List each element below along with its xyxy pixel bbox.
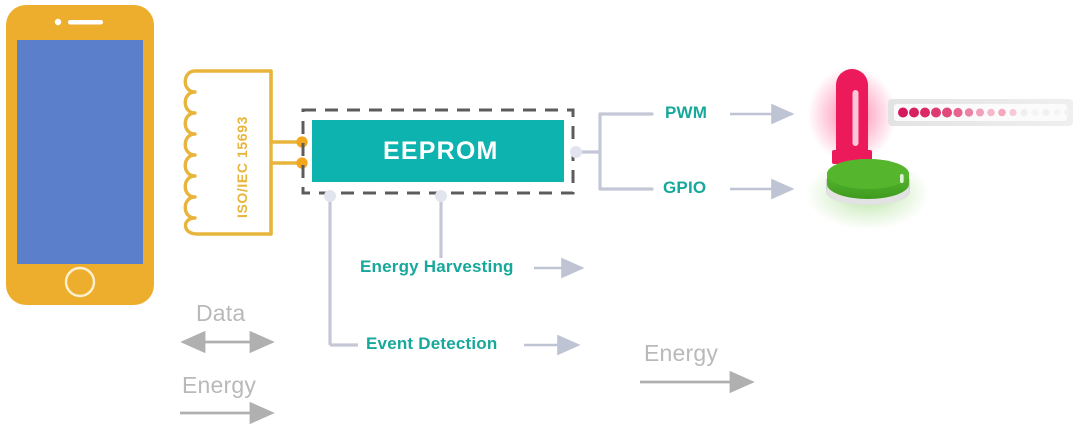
phone-speaker-slot: [68, 20, 103, 25]
led-lamp: [808, 67, 896, 177]
feature-label-energy-harvesting: Energy Harvesting: [360, 257, 514, 276]
nfc-antenna: [183, 69, 304, 236]
chip-pin-bottom-2: [435, 190, 447, 202]
feature-label-event-detection: Event Detection: [366, 334, 498, 353]
flow-label-energy-left: Energy: [182, 372, 257, 398]
chip-pins: [328, 150, 600, 347]
antenna-contact-dot-2: [296, 157, 308, 169]
flow-label-data: Data: [196, 300, 246, 326]
antenna-contact-dot-1: [296, 136, 308, 148]
flow-arrows-left: [180, 330, 275, 425]
chip-pin-bottom-1: [324, 190, 336, 202]
output-label-gpio: GPIO: [663, 178, 707, 197]
phone-home-button: [64, 266, 96, 298]
eeprom-block: [312, 120, 564, 182]
output-branch-wires: [598, 112, 654, 191]
eeprom-label: EEPROM: [383, 137, 499, 165]
push-button: [806, 158, 930, 230]
output-arrows: [524, 103, 795, 356]
flow-label-energy-right: Energy: [644, 340, 719, 366]
chip-pin-right: [570, 146, 582, 158]
antenna-standard-label: ISO/IEC 15693: [234, 116, 250, 218]
output-label-pwm: PWM: [665, 103, 708, 122]
phone-camera-dot: [54, 18, 62, 26]
led-strip: [888, 99, 1073, 126]
smartphone: [6, 5, 154, 305]
